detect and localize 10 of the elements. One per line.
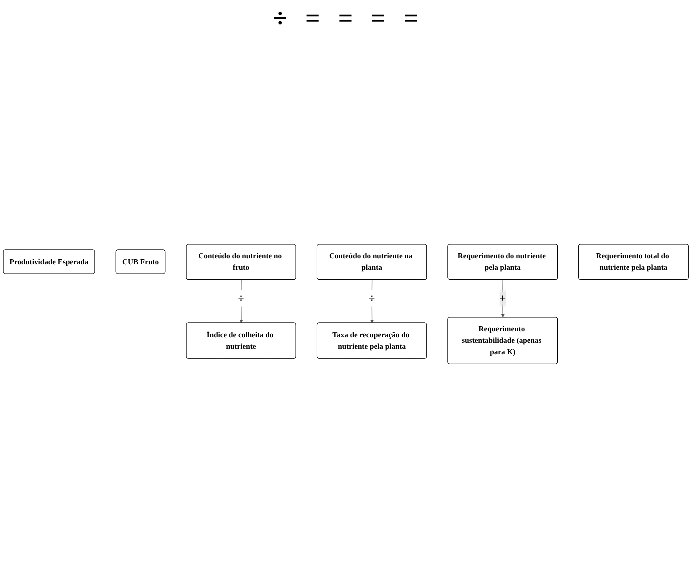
edge-label: ÷ (238, 292, 244, 305)
operator-symbol: ÷ (273, 4, 288, 34)
operator-symbol: = (338, 4, 354, 34)
operator-symbol: = (305, 4, 320, 34)
arrow (240, 280, 244, 324)
arrow (370, 280, 374, 324)
operator-symbol: = (404, 4, 419, 34)
operator-symbol: = (371, 4, 386, 34)
edge-label: ÷ (369, 292, 376, 305)
edge-label: + (500, 292, 506, 305)
